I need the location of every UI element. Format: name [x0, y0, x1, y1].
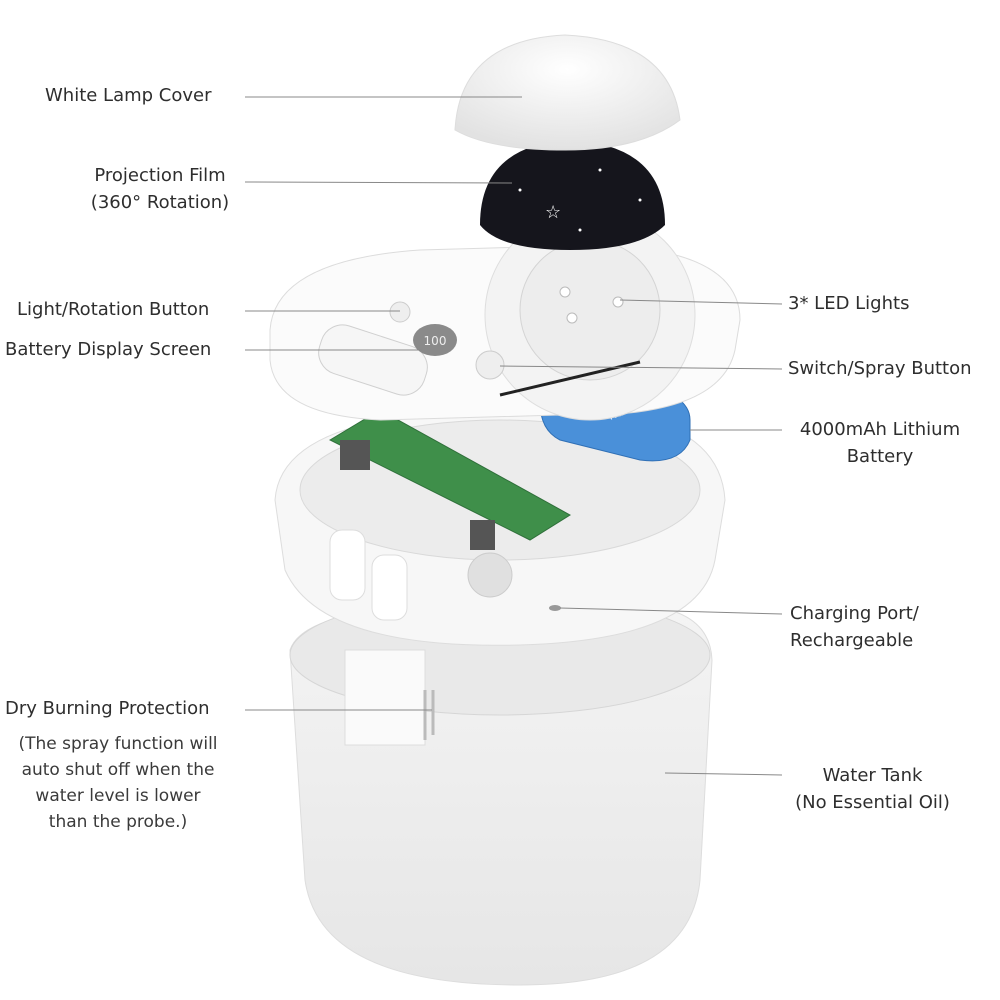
label-line: Battery [846, 446, 914, 467]
probe-housing [344, 649, 426, 746]
label-charging-port: Charging Port/ Rechargeable [790, 600, 919, 654]
white-lamp-cover [454, 34, 681, 151]
label-lamp-cover: White Lamp Cover [45, 85, 212, 106]
light-rotation-button [389, 301, 411, 323]
label-light-rotation-button: Light/Rotation Button [17, 299, 210, 320]
top-panel: 100 [269, 209, 741, 421]
label-line: (No Essential Oil) [795, 792, 950, 813]
label-line: Rechargeable [790, 630, 914, 651]
label-line: 4000mAh Lithium [799, 419, 961, 440]
label-water-tank: Water Tank (No Essential Oil) [780, 762, 965, 816]
leader-lines [244, 96, 783, 776]
label-battery-display: Battery Display Screen [5, 339, 212, 360]
note-line: auto shut off when the [21, 760, 215, 780]
label-line: Projection Film [94, 165, 226, 186]
label-dry-burning: Dry Burning Protection [5, 698, 210, 719]
label-led-lights: 3* LED Lights [788, 293, 910, 314]
note-line: (The spray function will [18, 734, 218, 754]
note-line: water level is lower [35, 786, 201, 806]
label-battery: 4000mAh Lithium Battery [785, 416, 975, 470]
battery-display-screen [413, 324, 457, 356]
dry-burning-note: (The spray function will auto shut off w… [0, 731, 236, 835]
charging-port [549, 605, 561, 611]
label-projection-film: Projection Film (360° Rotation) [75, 162, 245, 216]
battery-display-value: 100 [424, 334, 447, 348]
svg-text:☆: ☆ [545, 202, 561, 223]
projection-film: ☆ [480, 140, 665, 250]
led-light [612, 296, 624, 308]
circuit-board [328, 409, 571, 550]
label-line: (360° Rotation) [90, 192, 230, 213]
led-light [566, 312, 578, 324]
label-line: Water Tank [822, 765, 923, 786]
label-switch-spray-button: Switch/Spray Button [788, 358, 972, 379]
water-tank [289, 594, 713, 986]
note-line: than the probe.) [48, 812, 188, 832]
switch-spray-button [475, 350, 505, 380]
led-light [559, 286, 571, 298]
label-line: Charging Port/ [790, 603, 919, 624]
